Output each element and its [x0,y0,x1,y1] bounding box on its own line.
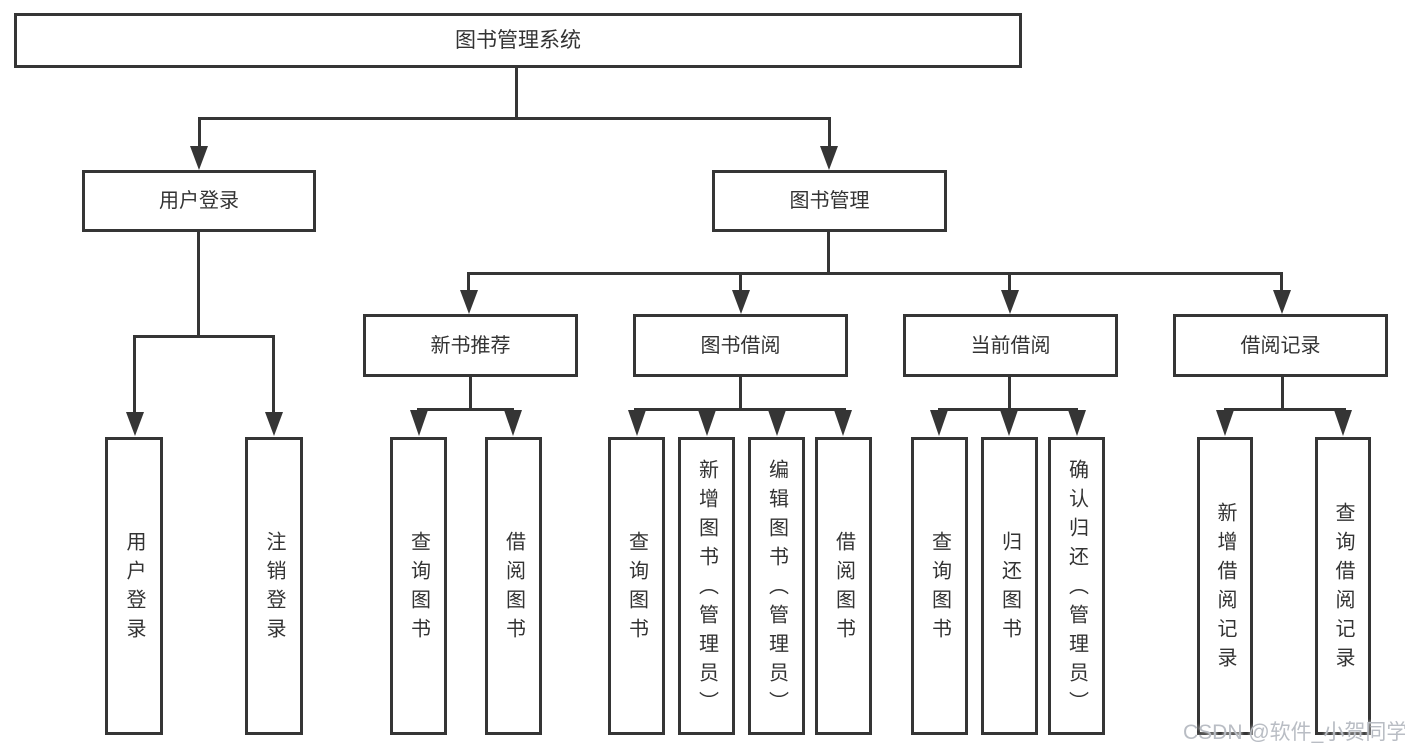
leaf-borrow-books-recommend: 借阅图书 [485,437,542,735]
arrow-down-icon [190,146,208,170]
leaf-logout: 注销登录 [245,437,303,735]
connector-groupB-stem [739,375,742,410]
arrow-down-icon [1334,410,1352,436]
leaf-return-books: 归还图书 [981,437,1038,735]
connector-login-stem [197,230,200,336]
node-book-management: 图书管理 [712,170,947,232]
arrow-down-icon [1001,290,1019,314]
leaf-edit-books-admin: 编辑图书（管理员） [748,437,805,735]
connector-groupA-bar [417,408,514,411]
csdn-watermark: CSDN @软件_小贺同学 [1183,721,1405,744]
node-book-borrowing: 图书借阅 [633,314,848,377]
arrow-down-icon [628,410,646,436]
leaf-add-books-admin: 新增图书（管理员） [678,437,735,735]
arrow-down-icon [504,410,522,436]
arrow-down-icon [1273,290,1291,314]
leaf-user-login: 用户登录 [105,437,163,735]
leaf-add-borrow-record: 新增借阅记录 [1197,437,1253,735]
connector-level3-bar [467,272,1283,275]
arrow-down-icon [410,410,428,436]
node-borrowing-records: 借阅记录 [1173,314,1388,377]
arrow-down-icon [834,410,852,436]
arrow-down-icon [265,412,283,436]
connector-stub-leaf-logout [272,335,275,413]
leaf-query-borrow-record: 查询借阅记录 [1315,437,1371,735]
connector-stub-new-books [467,272,470,292]
connector-management-stem [827,230,830,274]
connector-stub-leaf-login [133,335,136,413]
connector-groupB-bar [634,408,846,411]
arrow-down-icon [126,412,144,436]
arrow-down-icon [1000,410,1018,436]
arrow-down-icon [732,290,750,314]
leaf-query-books-current: 查询图书 [911,437,968,735]
connector-stub-book-borrowing [739,272,742,292]
connector-stub-user-login [198,117,201,148]
node-library-system: 图书管理系统 [14,13,1022,68]
leaf-query-books-borrowing: 查询图书 [608,437,665,735]
connector-groupA-stem [469,375,472,410]
arrow-down-icon [930,410,948,436]
arrow-down-icon [698,410,716,436]
arrow-down-icon [820,146,838,170]
connector-root-trunk [515,66,518,118]
connector-stub-book-management [828,117,831,148]
leaf-query-books-recommend: 查询图书 [390,437,447,735]
connector-stub-borrow-records [1280,272,1283,292]
connector-groupD-bar [1224,408,1346,411]
leaf-borrow-books: 借阅图书 [815,437,872,735]
connector-login-bar [133,335,275,338]
connector-level2-bar [198,117,831,120]
connector-groupD-stem [1281,375,1284,410]
arrow-down-icon [768,410,786,436]
arrow-down-icon [460,290,478,314]
arrow-down-icon [1068,410,1086,436]
node-new-book-recommendation: 新书推荐 [363,314,578,377]
connector-stub-current-borrowing [1008,272,1011,292]
connector-groupC-bar [938,408,1078,411]
arrow-down-icon [1216,410,1234,436]
node-current-borrowing: 当前借阅 [903,314,1118,377]
connector-groupC-stem [1008,375,1011,410]
leaf-confirm-return-admin: 确认归还（管理员） [1048,437,1105,735]
node-user-login: 用户登录 [82,170,316,232]
